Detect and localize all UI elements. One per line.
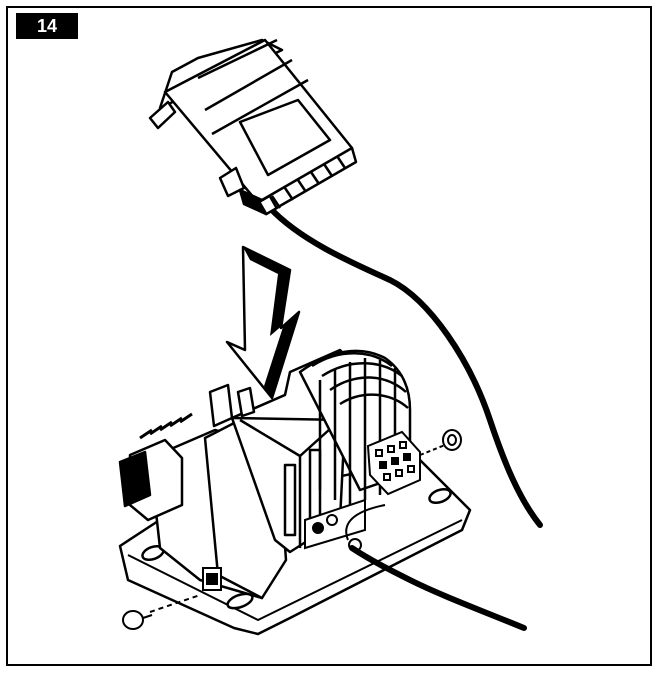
right-screw: [419, 429, 462, 456]
left-screw: [122, 594, 201, 630]
cable-clamp: [202, 567, 222, 591]
internal-wire: [345, 504, 386, 541]
power-cable: [349, 545, 527, 631]
electronic-module: [148, 38, 358, 216]
down-arrow: [225, 245, 301, 400]
module-cable: [267, 205, 543, 528]
motor-housing: [118, 348, 362, 600]
cable-gland: [304, 498, 366, 552]
terminal-block: [366, 430, 421, 496]
step-number-badge: 14: [16, 13, 78, 39]
